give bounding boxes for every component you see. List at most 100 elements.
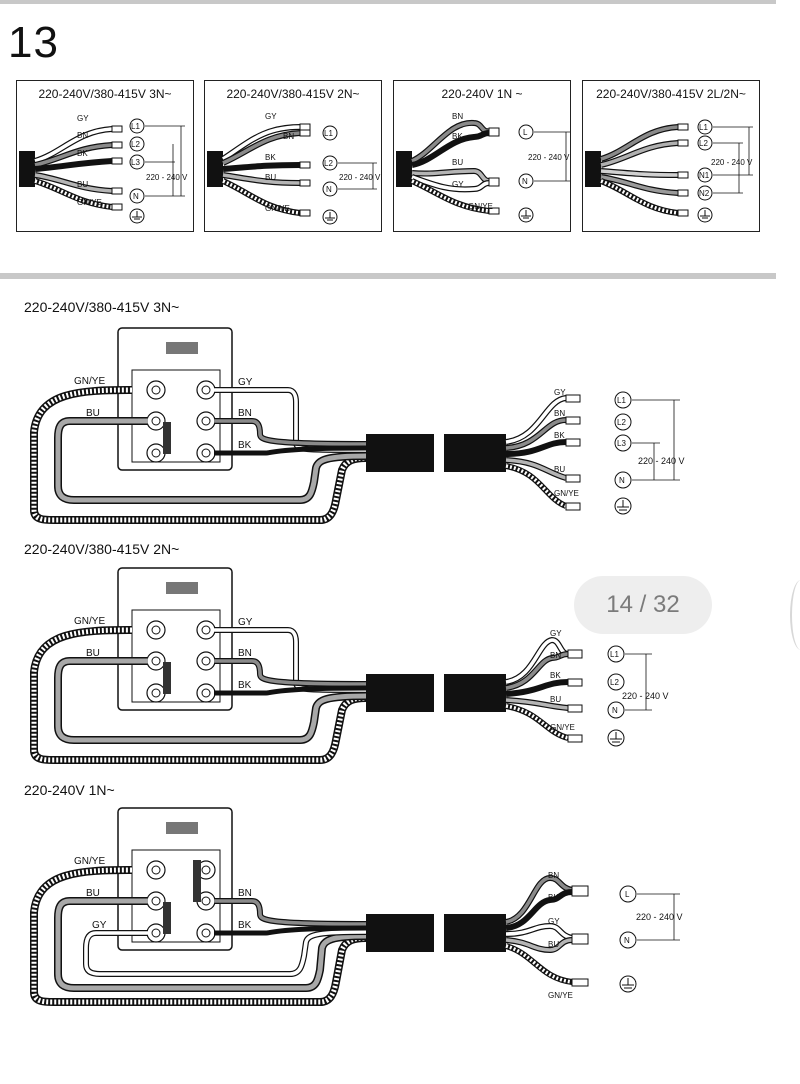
voltage-label: 220 - 240 V [622, 691, 669, 701]
panel-1n: 220-240V 1N ~ BN BK BU GY GN/YE L N 220 … [393, 80, 571, 232]
wire-label: BN [550, 651, 561, 660]
terminal-label: L2 [699, 139, 708, 148]
terminal-label: L1 [610, 650, 619, 659]
wire-label: GN/YE [265, 204, 290, 213]
wiring-diagram-1n: BN BK BU GY GN/YE L N 220 - 240 V [396, 112, 570, 223]
wire-label: GY [452, 180, 464, 189]
wiring-diagram-2l2n: L1 L2 N1 N2 220 - 240 V [585, 119, 753, 223]
wire-label: BN [238, 648, 252, 659]
wire-label: GY [77, 114, 89, 123]
panel-2n: 220-240V/380-415V 2N~ GY BN BK BU GN/YE … [204, 80, 382, 232]
terminal-label: L1 [699, 123, 708, 132]
terminal-label: N [624, 936, 630, 945]
voltage-label: 220 - 240 V [146, 173, 188, 182]
terminal-block-diagram-1n: GN/YE BU GY BN BK BN BK GY BU GN/YE L N … [30, 807, 683, 1006]
ground-icon [132, 211, 142, 220]
terminal-label: L2 [610, 678, 619, 687]
section-divider [0, 273, 776, 279]
wire-label: GY [548, 917, 560, 926]
wire-label: GY [265, 112, 277, 121]
wire-label: BN [238, 888, 252, 899]
wire-label: GY [238, 377, 253, 388]
wire-label: BK [238, 440, 252, 451]
wire-label: BK [238, 920, 252, 931]
terminal-label: N [522, 177, 528, 186]
wire-label: GY [554, 388, 566, 397]
wire-label: BU [265, 173, 276, 182]
panel-title: 220-240V/380-415V 2L/2N~ [596, 87, 746, 101]
wire-label: BN [77, 131, 88, 140]
wire-label: GN/YE [554, 489, 579, 498]
ground-icon [617, 500, 629, 511]
terminal-label: L [625, 890, 630, 899]
page-number: 13 [8, 18, 59, 67]
wire-label: BK [548, 893, 559, 902]
wire-label: BN [452, 112, 463, 121]
terminal-label: N [326, 185, 332, 194]
terminal-label: N [612, 706, 618, 715]
wire-label: GN/YE [548, 991, 573, 1000]
wire-label: BU [548, 940, 559, 949]
wire-label: BU [554, 465, 565, 474]
wire-label: BU [452, 158, 463, 167]
terminal-label: L [523, 128, 528, 137]
wire-label: GN/YE [77, 198, 102, 207]
scroll-edge-indicator [790, 580, 800, 650]
terminal-label: L2 [131, 140, 140, 149]
wire-label: BN [554, 409, 565, 418]
ground-icon [610, 732, 622, 743]
ground-icon [521, 210, 531, 219]
panel-3n: 220-240V/380-415V 3N~ GY BN BK BU GN/YE … [16, 80, 194, 232]
terminal-block-diagram-3n: GN/YE BU GY BN BK GY BN BK BU GN/YE L1 L… [30, 327, 685, 524]
voltage-label: 220 - 240 V [339, 173, 381, 182]
wire-label: GY [550, 629, 562, 638]
terminal-label: L1 [617, 396, 626, 405]
terminal-label: N2 [699, 189, 710, 198]
terminal-label: L1 [324, 129, 333, 138]
wire-label: GY [238, 617, 253, 628]
ground-icon [622, 978, 634, 989]
wire-label: BU [550, 695, 561, 704]
voltage-label: 220 - 240 V [638, 456, 685, 466]
wire-label: BU [77, 180, 88, 189]
panel-title: 220-240V/380-415V 3N~ [38, 87, 172, 101]
wire-label: BN [283, 132, 294, 141]
top-rule [0, 0, 776, 4]
voltage-label: 220 - 240 V [711, 158, 753, 167]
terminal-label: N1 [699, 171, 710, 180]
wire-label: GN/YE [74, 856, 105, 867]
wire-label: BU [86, 888, 100, 899]
wiring-diagram-3n: GY BN BK BU GN/YE L1 L2 L3 N 220 - 240 V [19, 114, 188, 224]
wire-label: BK [554, 431, 565, 440]
section-title: 220-240V 1N~ [24, 782, 115, 798]
terminal-block-diagram-2n: GN/YE BU GY BN BK GY BN BK BU GN/YE L1 L… [30, 567, 669, 764]
wire-label: GN/YE [468, 202, 493, 211]
wire-label: BN [238, 408, 252, 419]
wire-label: GN/YE [74, 376, 105, 387]
section-title: 220-240V/380-415V 3N~ [24, 299, 180, 315]
panel-2l2n: 220-240V/380-415V 2L/2N~ L1 L2 N1 N2 220 [582, 80, 760, 232]
wiring-diagram-2n: GY BN BK BU GN/YE L1 L2 N 220 - 240 V [207, 112, 381, 225]
wire-label: GY [92, 920, 107, 931]
voltage-label: 220 - 240 V [636, 912, 683, 922]
terminal-label: L2 [324, 159, 333, 168]
voltage-label: 220 - 240 V [528, 153, 570, 162]
terminal-label: N [133, 192, 139, 201]
wire-label: BK [265, 153, 276, 162]
terminal-label: L3 [617, 439, 626, 448]
page-indicator[interactable]: 14 / 32 [574, 576, 712, 634]
wire-label: BU [86, 408, 100, 419]
terminal-label: L2 [617, 418, 626, 427]
wire-label: BU [86, 648, 100, 659]
wire-label: GN/YE [550, 723, 575, 732]
wire-label: BN [548, 871, 559, 880]
terminal-label: L1 [131, 122, 140, 131]
ground-icon [700, 210, 710, 219]
ground-icon [325, 212, 335, 221]
panel-title: 220-240V 1N ~ [441, 87, 523, 101]
wire-label: BK [238, 680, 252, 691]
panel-title: 220-240V/380-415V 2N~ [226, 87, 360, 101]
wire-label: BK [452, 132, 463, 141]
terminal-label: L3 [131, 158, 140, 167]
wire-label: GN/YE [74, 616, 105, 627]
